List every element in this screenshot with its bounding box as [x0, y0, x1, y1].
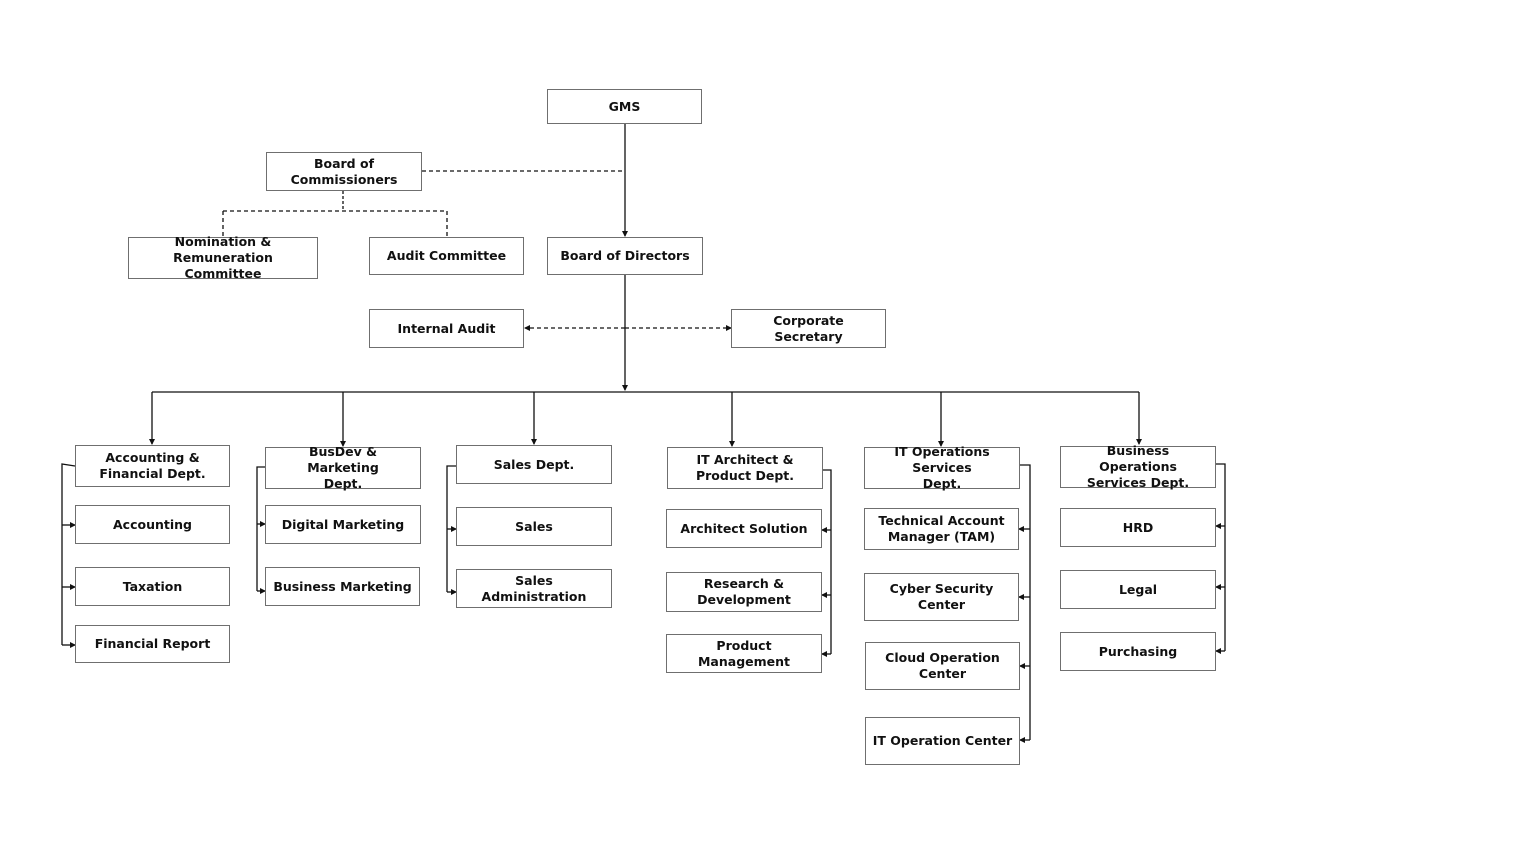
unit-research-development: Research & Development: [666, 572, 822, 612]
dept-business-operations-services: Business Operations Services Dept.: [1060, 443, 1216, 490]
sales-branch-rail: [446, 465, 456, 592]
dept-sales: Sales Dept.: [456, 445, 612, 484]
dept-accounting-financial: Accounting & Financial Dept.: [75, 445, 230, 487]
unit-digital-marketing: Digital Marketing: [265, 505, 421, 544]
unit-financial-report: Financial Report: [75, 625, 230, 663]
accounting-branch-rail: [61, 463, 76, 645]
corporate-secretary-box: Corporate Secretary: [731, 309, 886, 348]
dept-busdev-marketing: BusDev & Marketing Dept.: [265, 444, 421, 491]
dept-it-operations-services: IT Operations Services Dept.: [864, 444, 1020, 491]
board-of-commissioners-box: Board of Commissioners: [266, 152, 422, 191]
board-of-directors-box: Board of Directors: [547, 237, 703, 275]
gms-box: GMS: [547, 89, 702, 124]
internal-audit-box: Internal Audit: [369, 309, 524, 348]
unit-product-management: Product Management: [666, 634, 822, 673]
unit-legal: Legal: [1060, 570, 1216, 609]
unit-business-marketing: Business Marketing: [265, 567, 420, 606]
unit-cyber-security-center: Cyber Security Center: [864, 573, 1019, 621]
business-ops-branch-rail: [1216, 463, 1226, 651]
unit-accounting: Accounting: [75, 505, 230, 544]
it-architect-branch-rail: [822, 469, 832, 654]
unit-technical-account-manager: Technical Account Manager (TAM): [864, 508, 1019, 550]
it-operations-branch-rail: [1020, 464, 1031, 740]
unit-architect-solution: Architect Solution: [666, 509, 822, 548]
unit-cloud-operation-center: Cloud Operation Center: [865, 642, 1020, 690]
nomination-remuneration-committee-box: Nomination & Remuneration Committee: [128, 234, 318, 281]
unit-hrd: HRD: [1060, 508, 1216, 547]
unit-sales: Sales: [456, 507, 612, 546]
audit-committee-box: Audit Committee: [369, 237, 524, 275]
unit-sales-administration: Sales Administration: [456, 569, 612, 608]
busdev-branch-rail: [256, 466, 265, 591]
dept-it-architect-product: IT Architect & Product Dept.: [667, 447, 823, 489]
unit-taxation: Taxation: [75, 567, 230, 606]
unit-purchasing: Purchasing: [1060, 632, 1216, 671]
unit-it-operation-center: IT Operation Center: [865, 717, 1020, 765]
